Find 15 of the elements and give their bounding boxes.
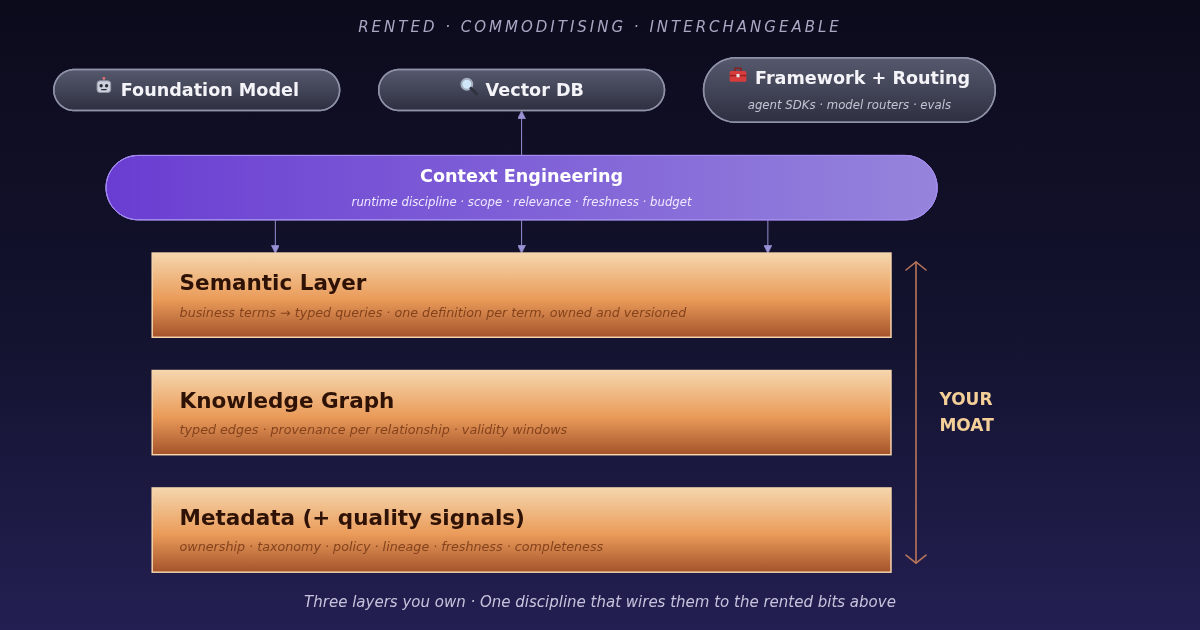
node-title: Knowledge Graph	[180, 388, 395, 413]
caption: Three layers you own · One discipline that wires them to the rented bits above	[304, 593, 896, 611]
side-label: YOUR MOAT	[939, 388, 995, 438]
node-title: Vector DB	[486, 79, 585, 100]
tagline: RENTED · COMMODITISING · INTERCHANGEABLE	[358, 18, 842, 36]
node-subtitle: ownership · taxonomy · policy · lineage · freshness · completeness	[180, 539, 604, 555]
node-subtitle: runtime discipline · scope · relevance · freshness · budget	[352, 195, 693, 210]
node-title: Semantic Layer	[180, 270, 367, 296]
node-subtitle: agent SDKs · model routers · evals	[748, 97, 952, 112]
node-subtitle: typed edges · provenance per relationship · validity windows	[180, 422, 568, 438]
node-subtitle: business terms → typed queries · one definition per term, owned and versioned	[180, 304, 687, 320]
node-title: Foundation Model	[121, 79, 300, 100]
node-title: Framework + Routing	[755, 67, 971, 89]
node-title: Metadata (+ quality signals)	[180, 505, 526, 530]
node-title: Context Engineering	[420, 165, 624, 186]
